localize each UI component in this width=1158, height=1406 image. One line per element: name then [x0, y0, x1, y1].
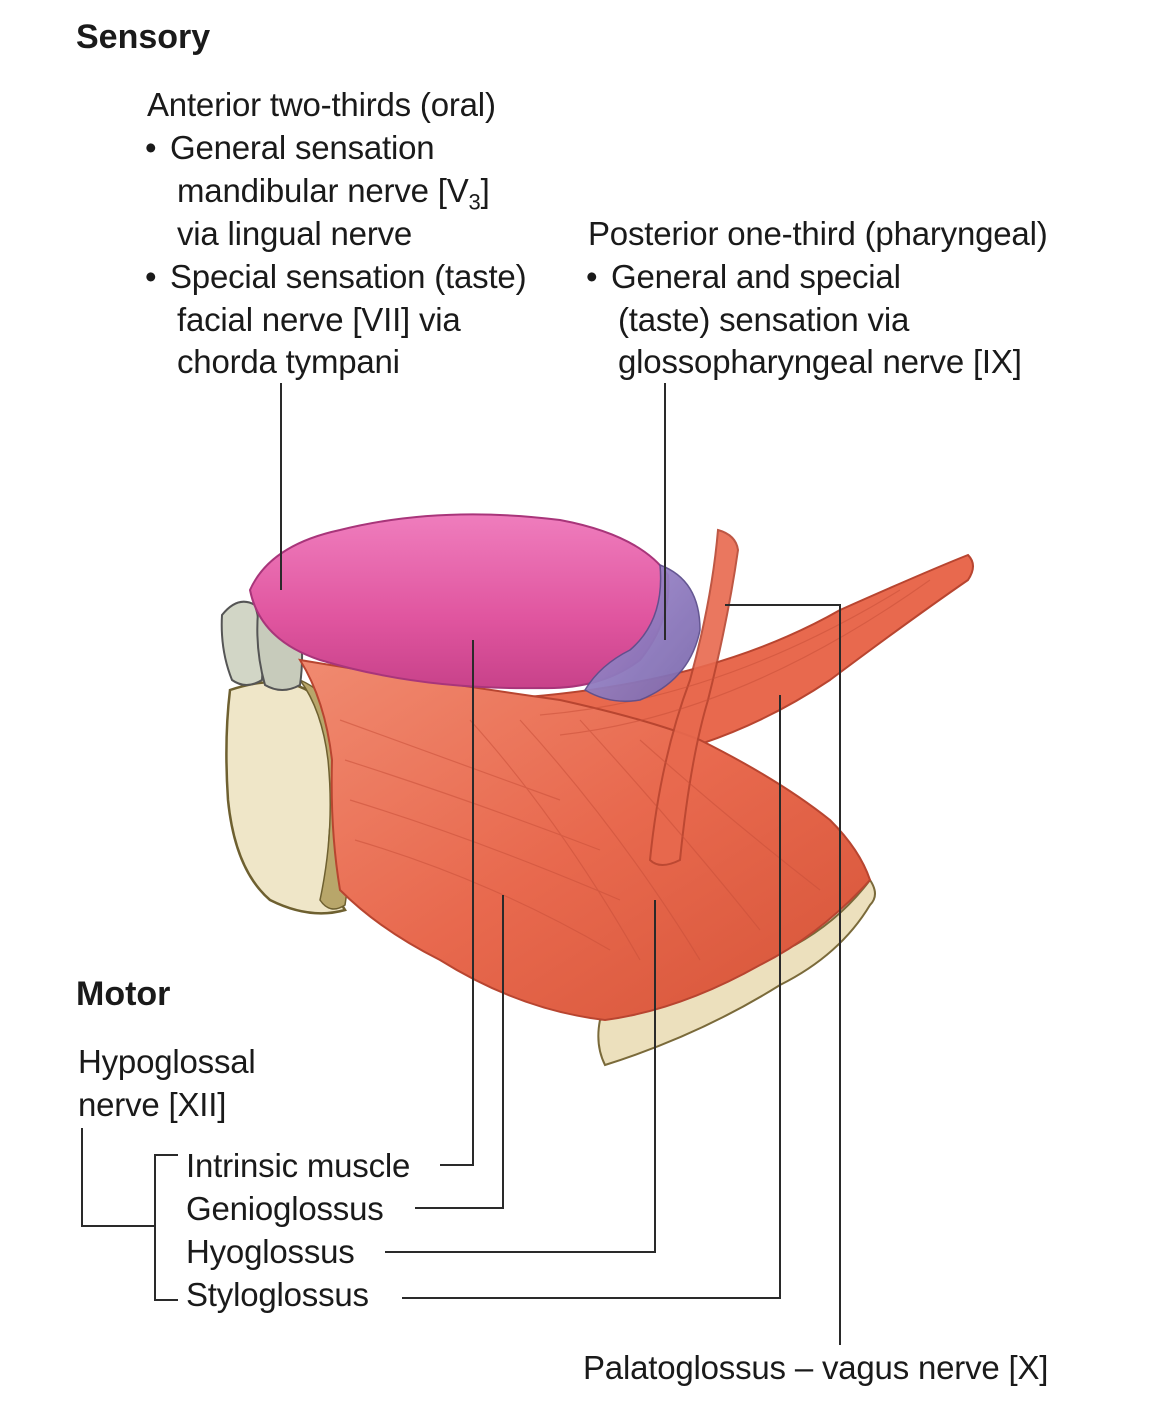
anterior-title: Anterior two-thirds (oral)	[147, 86, 496, 123]
general-sensation-nerve: mandibular nerve [V3]	[177, 172, 490, 215]
motor-heading: Motor	[76, 975, 171, 1013]
bullet-icon: •	[586, 258, 598, 295]
sensory-heading: Sensory	[76, 18, 211, 56]
general-sensation-label: General sensation	[170, 129, 435, 166]
muscle-fibers	[339, 579, 931, 961]
leader-lines	[81, 383, 841, 1345]
general-sensation-via: via lingual nerve	[177, 215, 413, 252]
posterior-line-1: General and special	[611, 258, 901, 295]
muscle-styloglossus: Styloglossus	[186, 1276, 369, 1313]
palatoglossus-label: Palatoglossus – vagus nerve [X]	[583, 1349, 1049, 1386]
hypoglossal-nerve-line-1: Hypoglossal	[78, 1043, 256, 1080]
muscle-genioglossus: Genioglossus	[186, 1190, 384, 1227]
posterior-line-3: glossopharyngeal nerve [IX]	[618, 343, 1022, 380]
bullet-icon: •	[145, 129, 157, 166]
special-sensation-via: chorda tympani	[177, 343, 400, 380]
bullet-icon: •	[145, 258, 157, 295]
special-sensation-label: Special sensation (taste)	[170, 258, 527, 295]
hypoglossal-nerve-line-2: nerve [XII]	[78, 1086, 227, 1123]
posterior-line-2: (taste) sensation via	[618, 301, 910, 338]
extrinsic-muscle-mass	[297, 658, 872, 1022]
palatoglossus-muscle	[648, 528, 740, 866]
tongue-posterior-third	[583, 563, 701, 702]
tooth	[220, 600, 264, 686]
special-sensation-nerve: facial nerve [VII] via	[177, 301, 461, 338]
muscle-hyoglossus: Hyoglossus	[186, 1233, 355, 1270]
muscle-intrinsic: Intrinsic muscle	[186, 1147, 411, 1184]
posterior-title: Posterior one-third (pharyngeal)	[588, 215, 1048, 252]
